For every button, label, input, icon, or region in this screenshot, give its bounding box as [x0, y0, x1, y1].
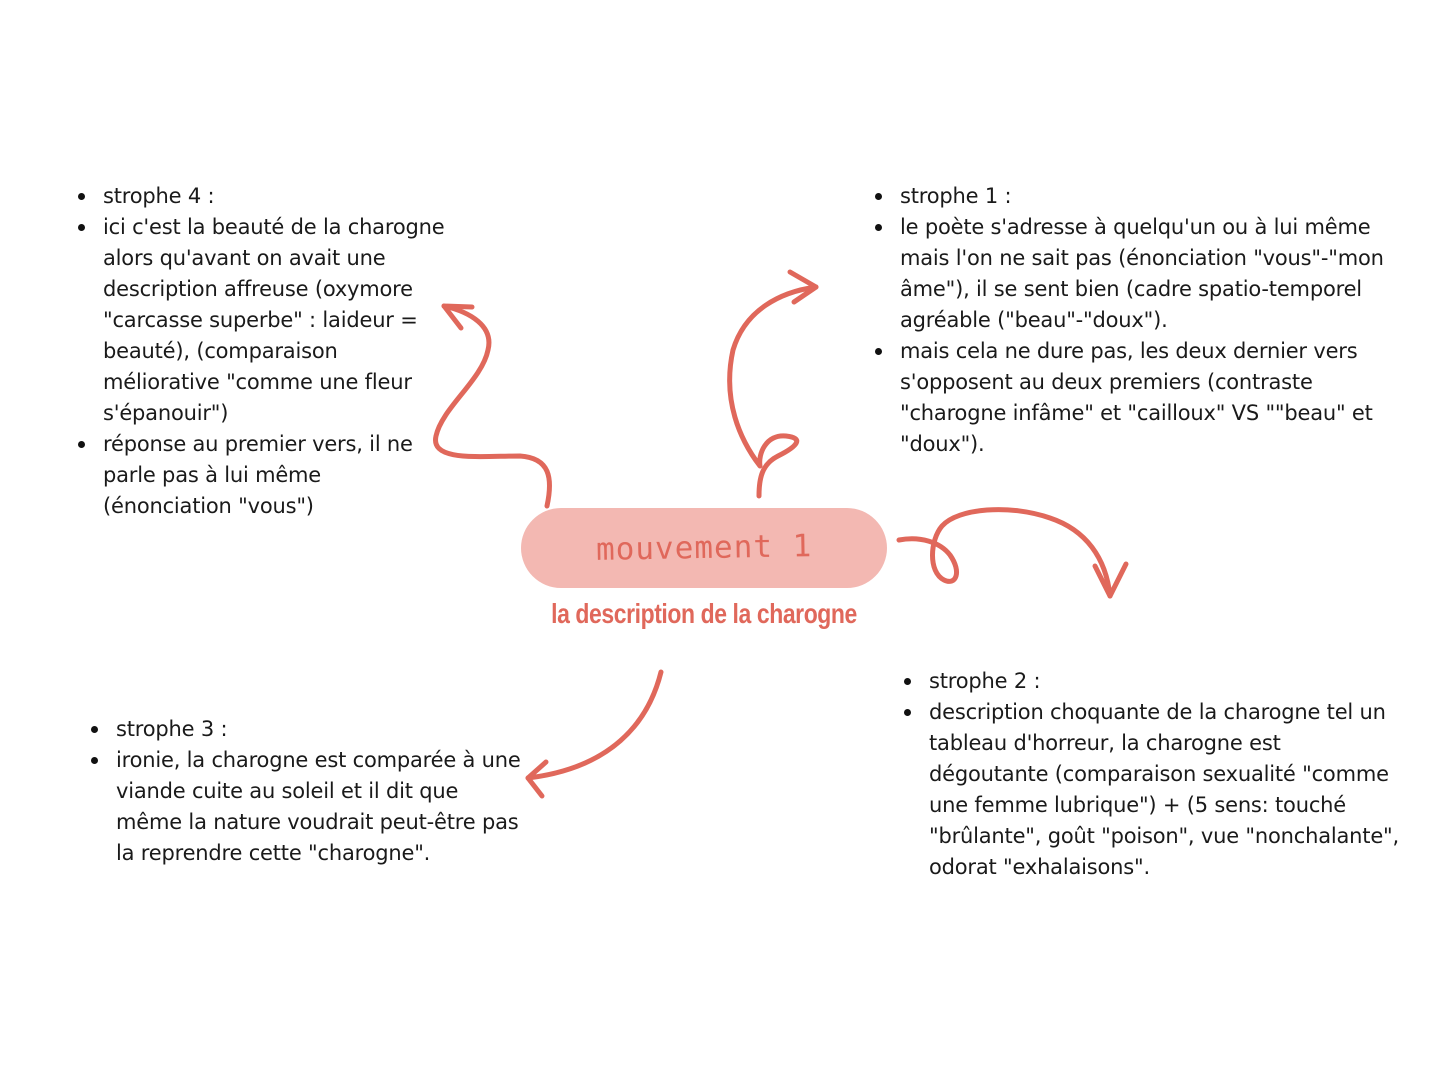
strophe-1-item: strophe 1 :: [873, 181, 1413, 212]
strophe-3-notes: strophe 3 : ironie, la charogne est comp…: [89, 714, 529, 869]
arrow-to-strophe-3: [525, 669, 664, 799]
strophe-2-item: description choquante de la charogne tel…: [902, 697, 1402, 883]
strophe-2-notes: strophe 2 : description choquante de la …: [902, 666, 1402, 883]
strophe-1-item: le poète s'adresse à quelqu'un ou à lui …: [873, 212, 1413, 336]
center-title: mouvement 1: [595, 528, 813, 568]
strophe-2-item: strophe 2 :: [902, 666, 1402, 697]
center-node: mouvement 1: [521, 508, 887, 588]
strophe-1-notes: strophe 1 : le poète s'adresse à quelqu'…: [873, 181, 1413, 460]
strophe-3-item: strophe 3 :: [89, 714, 529, 745]
arrow-to-strophe-2: [896, 507, 1129, 599]
arrow-to-strophe-1: [727, 269, 819, 499]
strophe-3-item: ironie, la charogne est comparée à une v…: [89, 745, 529, 869]
strophe-1-item: mais cela ne dure pas, les deux dernier …: [873, 336, 1413, 460]
arrow-to-strophe-4: [433, 303, 552, 509]
strophe-4-item: ici c'est la beauté de la charogne alors…: [76, 212, 456, 429]
strophe-4-item: réponse au premier vers, il ne parle pas…: [76, 429, 456, 522]
strophe-4-item: strophe 4 :: [76, 181, 456, 212]
strophe-4-notes: strophe 4 : ici c'est la beauté de la ch…: [76, 181, 456, 522]
center-subtitle: la description de la charogne: [551, 598, 857, 629]
